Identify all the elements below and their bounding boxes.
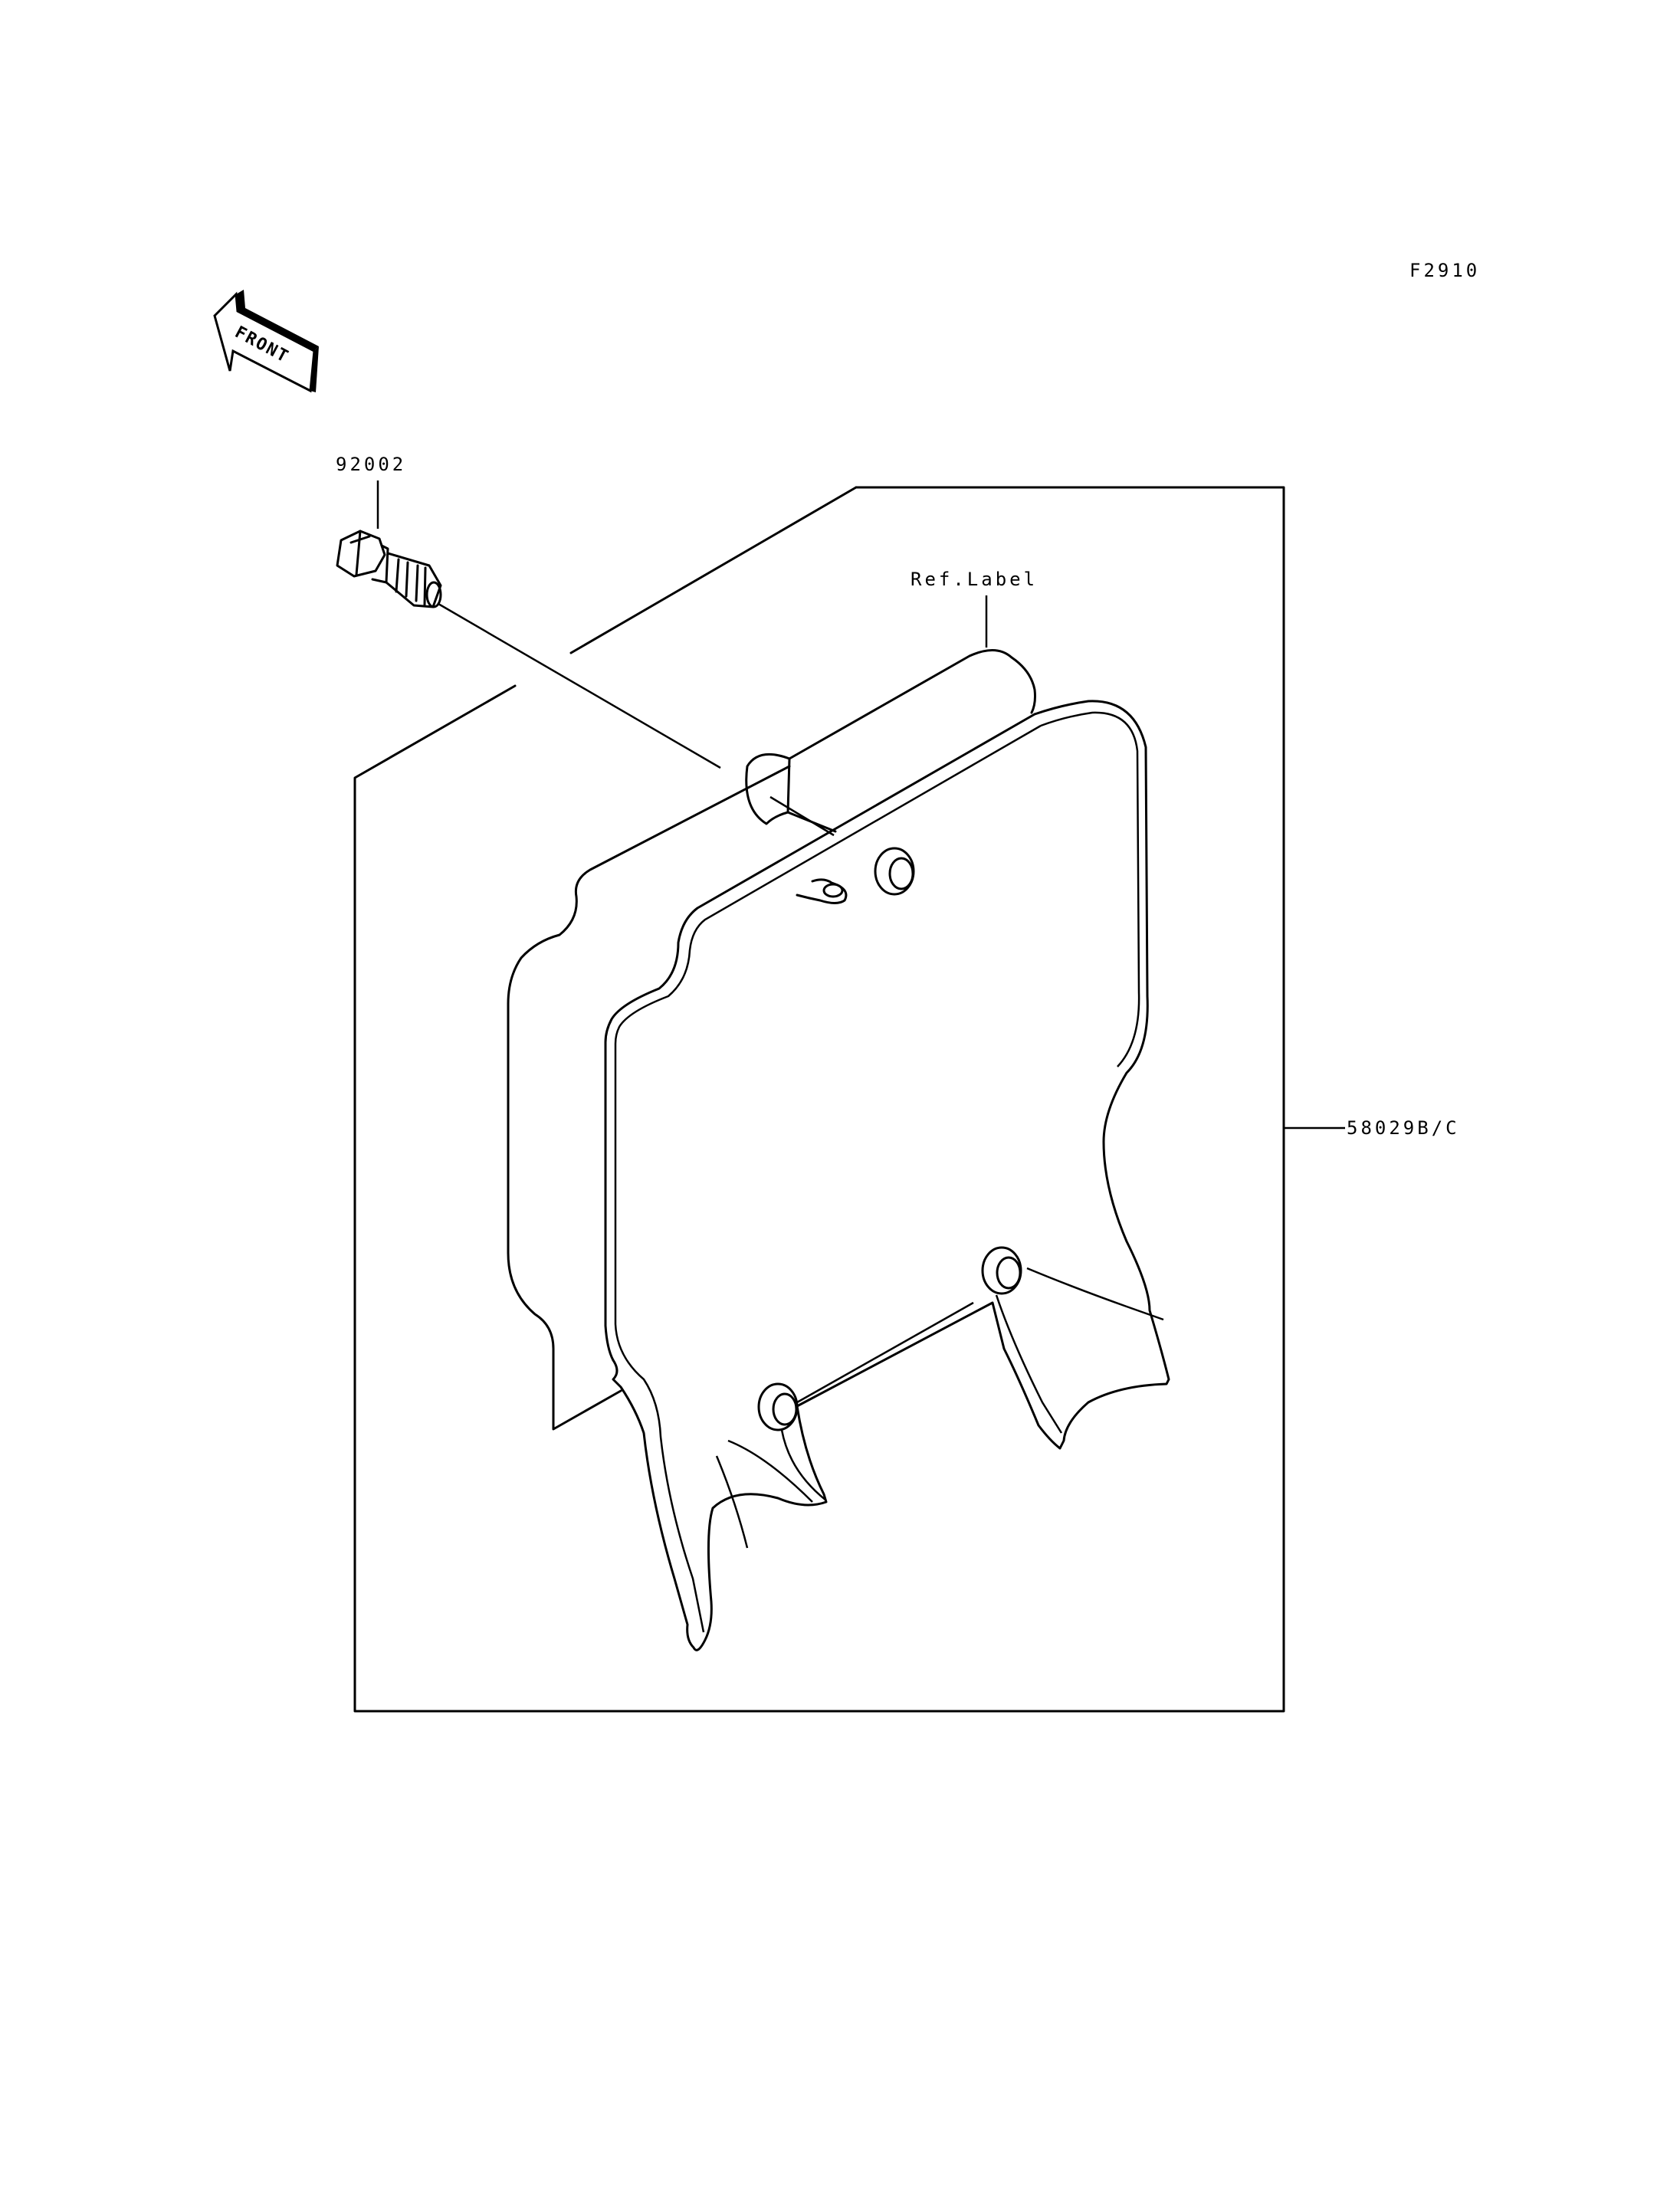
ref-label: Ref.Label [911, 569, 1038, 590]
figure-code: F2910 [1409, 260, 1480, 281]
assembly-outline [353, 486, 1285, 1713]
assembly-part-number: 58029B/C [1347, 1117, 1460, 1139]
label-sheet [507, 649, 1036, 1431]
front-arrow-icon: FRONT [213, 290, 319, 393]
bolt-part-number: 92002 [336, 454, 406, 475]
cover-part [604, 700, 1170, 1651]
bolt-icon [336, 530, 835, 837]
